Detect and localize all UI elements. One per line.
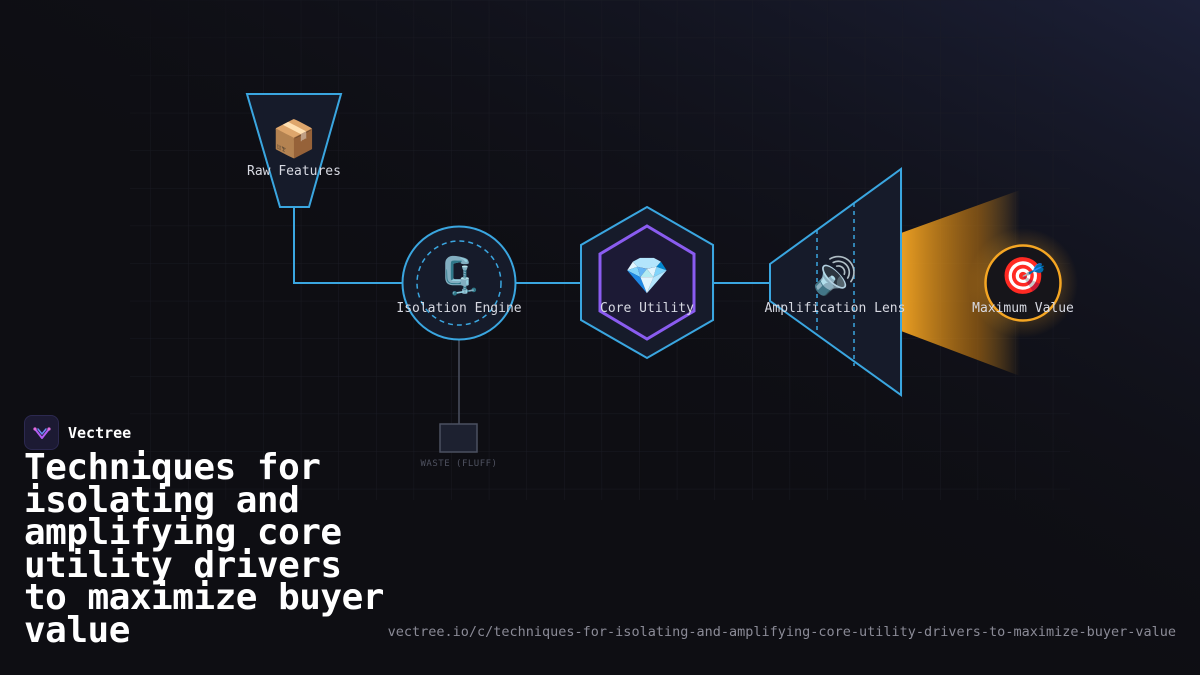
target-ring xyxy=(984,244,1062,322)
funnel-shape xyxy=(245,93,343,208)
vectree-logo-icon xyxy=(24,415,59,450)
node-maximum-value: 🎯 Maximum Value xyxy=(968,228,1078,338)
node-waste: WASTE (FLUFF) xyxy=(421,423,498,469)
brand: Vectree xyxy=(24,415,131,450)
core-utility-label: Core Utility xyxy=(600,301,694,316)
amplified-beam xyxy=(901,190,1020,376)
gem-icon: 💎 xyxy=(625,256,670,297)
node-amplification-lens: 🔊 Amplification Lens xyxy=(765,167,906,397)
package-icon: 📦 xyxy=(272,118,317,160)
node-core-utility: 💎 Core Utility xyxy=(580,205,714,360)
page-title: Techniques for isolating and amplifying … xyxy=(24,447,384,651)
core-inner-hexagon xyxy=(598,224,696,341)
brand-name: Vectree xyxy=(68,423,132,442)
isolation-inner-dashed-ring xyxy=(416,240,502,326)
page-url[interactable]: vectree.io/c/techniques-for-isolating-an… xyxy=(387,624,1176,640)
lens-shape xyxy=(769,167,902,397)
raw-features-label: Raw Features xyxy=(247,164,341,179)
clamp-icon: 🗜️ xyxy=(437,255,482,297)
isolation-outer-ring xyxy=(401,225,517,341)
isolation-engine-label: Isolation Engine xyxy=(396,301,521,316)
waste-box xyxy=(439,423,478,453)
speaker-icon: 🔊 xyxy=(813,254,858,297)
node-raw-features: 📦 Raw Features xyxy=(245,93,343,208)
waste-label: WASTE (FLUFF) xyxy=(421,459,498,469)
connector-raw-to-isolation xyxy=(293,207,402,284)
maximum-value-label: Maximum Value xyxy=(972,301,1074,316)
target-icon: 🎯 xyxy=(1001,256,1046,297)
amplification-lens-label: Amplification Lens xyxy=(765,301,906,316)
node-isolation-engine: 🗜️ Isolation Engine xyxy=(396,225,522,341)
